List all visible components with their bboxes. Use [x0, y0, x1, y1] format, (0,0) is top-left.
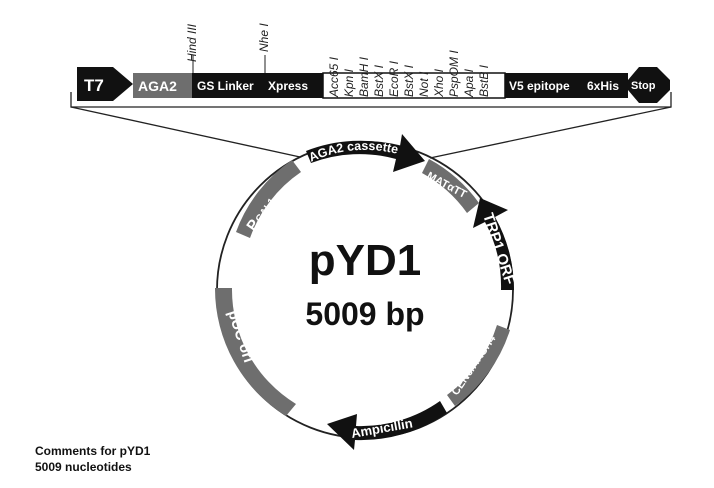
trp1-orf-arrow [473, 198, 514, 290]
mat-tt-block [422, 159, 479, 213]
v5-epitope-block [505, 73, 583, 98]
mcs-site-pspom: PspOM I [447, 50, 461, 97]
xpress-block [264, 73, 323, 98]
aga2-block [133, 73, 192, 98]
mcs-site-bamh: BamH I [357, 56, 371, 97]
puc-ori-block [214, 288, 296, 416]
trp1-orf-label: TRP1 ORF [479, 211, 518, 287]
t7-label: T7 [84, 76, 104, 95]
plasmid-features: AGA2 cassette MATαTT TRP1 ORF CEN6/ARSH4… [214, 134, 518, 450]
pgal1-block [236, 160, 301, 238]
zoom-bracket [70, 92, 672, 159]
t7-promoter-arrow [77, 67, 133, 101]
mcs-site-kpn: Kpn I [342, 68, 356, 97]
v5-epitope-label: V5 epitope [509, 79, 570, 93]
plasmid-size: 5009 bp [305, 296, 424, 332]
mcs-site-bstx-2: BstX I [402, 64, 416, 97]
mcs-site-ecor: EcoR I [387, 60, 401, 97]
zoom-line-left [70, 106, 301, 158]
mcs-site-bstx-1: BstX I [372, 64, 386, 97]
expression-cassette-bar: T7 AGA2 GS Linker Xpress V5 epitope 6xHi… [77, 67, 670, 103]
comments-title: Comments for pYD1 [35, 444, 151, 458]
hind3-label: Hind III [185, 23, 199, 62]
zoom-line-right [429, 106, 672, 159]
nhe1-label: Nhe I [257, 23, 271, 52]
mcs-region [322, 72, 506, 99]
his-tag-label: 6xHis [587, 79, 619, 93]
aga2-block-label: AGA2 [138, 78, 177, 94]
mcs-site-bstb: BstB I [477, 64, 491, 97]
comments-block: Comments for pYD1 5009 nucleotides [35, 443, 150, 475]
his-tag-block [583, 73, 628, 98]
mcs-site-xho: Xho I [432, 68, 446, 98]
plasmid-name: pYD1 [309, 236, 421, 285]
xpress-label: Xpress [268, 79, 308, 93]
gs-linker-block [192, 73, 264, 98]
mcs-site-apa: Apa I [462, 68, 476, 98]
aga2-cassette-arrow [306, 134, 425, 172]
mcs-site-not: Not I [417, 71, 431, 97]
cen6-arsh4-block [447, 325, 510, 406]
comments-nucleotides: 5009 nucleotides [35, 460, 132, 474]
gs-linker-label: GS Linker [197, 79, 254, 93]
stop-codon-octagon [628, 67, 670, 103]
stop-label: Stop [631, 80, 656, 92]
mcs-site-acc65: Acc65 I [327, 56, 341, 98]
aga2-cassette-label: AGA2 cassette [307, 139, 400, 165]
restriction-sites: Hind III Nhe I Acc65 I Kpn I BamH I BstX… [185, 23, 491, 98]
ampicillin-arrow [327, 401, 447, 450]
bracket-line [70, 92, 672, 108]
